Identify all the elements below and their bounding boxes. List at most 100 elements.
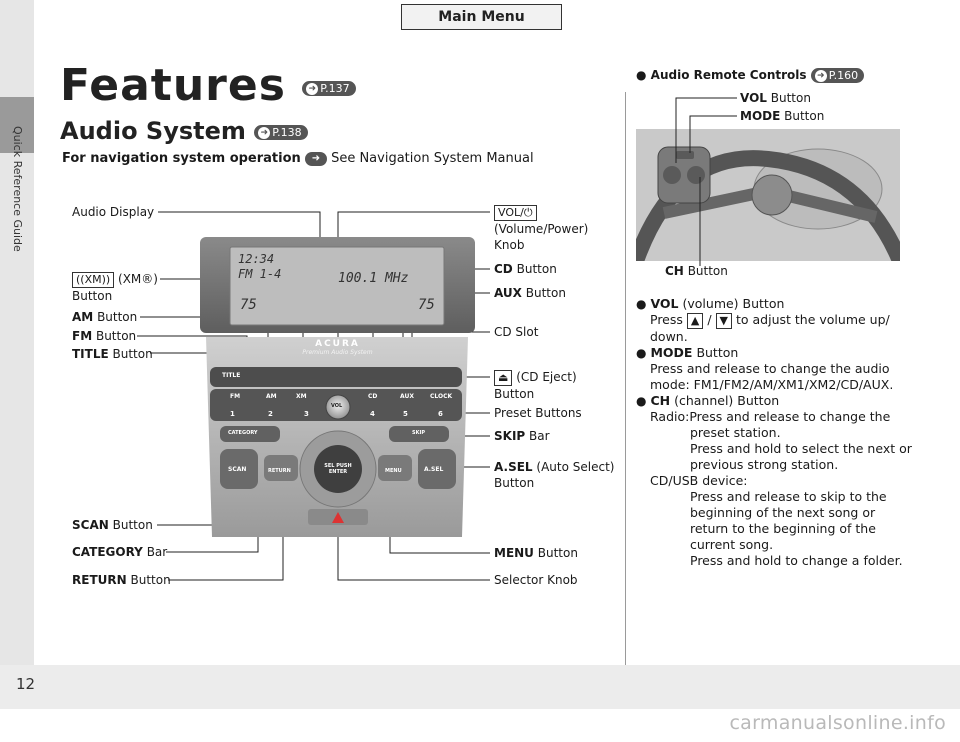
side-tab-marker bbox=[0, 97, 34, 153]
unit-preset-2[interactable]: 2 bbox=[268, 410, 273, 418]
remote-vol-rest: Button bbox=[770, 91, 811, 105]
unit-cd-button[interactable]: CD bbox=[368, 393, 378, 400]
title-page-ref-link[interactable]: ➜P.137 bbox=[302, 80, 356, 96]
xm-key-icon: ((XM)) bbox=[72, 272, 115, 288]
unit-clock-button[interactable]: CLOCK bbox=[430, 393, 453, 400]
desc-radio-1: Press and release to change the bbox=[689, 409, 891, 424]
unit-xm-button[interactable]: XM bbox=[296, 393, 307, 400]
desc-cd-prefix: CD/USB device: bbox=[650, 473, 748, 488]
label-menu-bold: MENU bbox=[494, 546, 534, 560]
unit-am-button[interactable]: AM bbox=[266, 393, 277, 400]
remote-page-ref-link[interactable]: ➜P.160 bbox=[810, 68, 865, 83]
label-am-bold: AM bbox=[72, 310, 94, 324]
label-skip-rest: Bar bbox=[529, 429, 550, 443]
remote-ch-rest: Button bbox=[687, 264, 728, 278]
label-cd-rest: Button bbox=[516, 262, 557, 276]
label-audio-display: Audio Display bbox=[72, 205, 155, 219]
unit-return-button[interactable]: RETURN bbox=[268, 468, 291, 474]
label-cd-bold: CD bbox=[494, 262, 513, 276]
unit-vol-knob[interactable]: VOL bbox=[331, 403, 343, 409]
nav-note: For navigation system operation ➜ See Na… bbox=[62, 151, 534, 166]
head-unit-illustration: 12:34 FM 1-4 100.1 MHz 75 75 ACURA Premi… bbox=[200, 237, 475, 537]
label-am-rest: Button bbox=[97, 310, 138, 324]
label-return-bold: RETURN bbox=[72, 573, 127, 587]
desc-mode-body: Press and release to change the audio mo… bbox=[636, 361, 893, 393]
bullet-icon: ● bbox=[636, 346, 647, 360]
brand-logo: ACURA bbox=[315, 339, 360, 349]
label-aux-rest: Button bbox=[525, 286, 566, 300]
desc-cd-4: current song. bbox=[690, 537, 774, 552]
unit-preset-3[interactable]: 3 bbox=[304, 410, 309, 418]
unit-selector-knob[interactable]: SEL PUSH ENTER bbox=[324, 463, 352, 475]
label-vol-line1: (Volume/Power) bbox=[494, 222, 589, 236]
desc-vol-rest: (volume) Button bbox=[682, 296, 785, 311]
desc-ch-bold: CH bbox=[650, 393, 671, 408]
desc-mode-title: ● MODE Button bbox=[636, 345, 893, 361]
label-xm-button: ((XM)) (XM®) Button bbox=[72, 271, 158, 304]
desc-cd-5: Press and hold to change a folder. bbox=[690, 553, 903, 568]
desc-vol-body-2: / bbox=[707, 312, 712, 327]
column-divider bbox=[625, 92, 626, 665]
unit-fm-button[interactable]: FM bbox=[230, 393, 241, 400]
label-aux-bold: AUX bbox=[494, 286, 522, 300]
desc-ch: ● CH (channel) Button Radio:Press and re… bbox=[636, 393, 912, 569]
section-page-ref-link[interactable]: ➜P.138 bbox=[254, 124, 308, 140]
label-fm-rest: Button bbox=[95, 329, 137, 343]
bullet-icon: ● bbox=[636, 68, 647, 82]
unit-preset-1[interactable]: 1 bbox=[230, 410, 235, 418]
desc-vol-body: Press ▲ / ▼ to adjust the volume up/ dow… bbox=[636, 312, 890, 345]
volume-down-icon: ▼ bbox=[715, 313, 733, 329]
steering-wheel-graphic bbox=[636, 129, 900, 261]
desc-ch-rest: (channel) Button bbox=[674, 393, 780, 408]
section-page-ref: P.138 bbox=[272, 125, 302, 139]
display-band: FM 1-4 bbox=[238, 267, 282, 281]
label-xm-suffix: (XM®) bbox=[118, 272, 158, 286]
desc-mode-bold: MODE bbox=[650, 345, 693, 360]
desc-mode: ● MODE Button Press and release to chang… bbox=[636, 345, 893, 393]
label-menu-button: MENU Button bbox=[494, 545, 578, 561]
nav-note-rest: See Navigation System Manual bbox=[331, 151, 534, 166]
label-category-bold: CATEGORY bbox=[72, 545, 143, 559]
label-scan-rest: Button bbox=[112, 518, 153, 532]
desc-mode-rest: Button bbox=[696, 345, 739, 360]
label-remote-vol: VOL Button bbox=[740, 90, 811, 106]
label-return-button: RETURN Button bbox=[72, 572, 171, 588]
desc-radio-prefix: Radio: bbox=[650, 409, 690, 424]
steering-wheel-illustration bbox=[636, 129, 900, 261]
label-cd-button: CD Button bbox=[494, 261, 557, 277]
remote-vol-bold: VOL bbox=[740, 91, 767, 105]
desc-vol-bold: VOL bbox=[650, 296, 679, 311]
desc-ch-title: ● CH (channel) Button bbox=[636, 393, 912, 409]
bullet-icon: ● bbox=[636, 394, 647, 408]
label-remote-ch: CH Button bbox=[665, 263, 728, 279]
unit-title-button[interactable]: TITLE bbox=[222, 372, 241, 379]
label-eject-line2: Button bbox=[494, 387, 535, 401]
unit-menu-button[interactable]: MENU bbox=[385, 468, 402, 474]
remote-mode-bold: MODE bbox=[740, 109, 781, 123]
page-number: 12 bbox=[16, 675, 36, 693]
unit-preset-6[interactable]: 6 bbox=[438, 410, 443, 418]
label-skip-bold: SKIP bbox=[494, 429, 526, 443]
unit-preset-4[interactable]: 4 bbox=[370, 410, 375, 418]
label-title-rest: Button bbox=[112, 347, 153, 361]
desc-vol-body-3: to adjust the volume up/ bbox=[736, 312, 890, 327]
unit-scan-button[interactable]: SCAN bbox=[228, 466, 247, 473]
watermark: carmanualsonline.info bbox=[729, 712, 946, 734]
label-scan-button: SCAN Button bbox=[72, 517, 153, 533]
unit-asel-button[interactable]: A.SEL bbox=[424, 466, 444, 473]
unit-category-bar[interactable]: CATEGORY bbox=[228, 430, 258, 436]
desc-ch-radio: Radio:Press and release to change the pr… bbox=[636, 409, 912, 473]
main-menu-button[interactable]: Main Menu bbox=[401, 4, 562, 30]
display-clock: 12:34 bbox=[238, 252, 275, 266]
desc-radio-3: Press and hold to select the next or bbox=[690, 441, 912, 456]
label-eject-line1: (CD Eject) bbox=[516, 370, 577, 384]
desc-radio-2: preset station. bbox=[690, 425, 781, 440]
unit-skip-bar[interactable]: SKIP bbox=[412, 430, 426, 436]
unit-aux-button[interactable]: AUX bbox=[400, 393, 414, 400]
label-remote-mode: MODE Button bbox=[740, 108, 824, 124]
label-fm-bold: FM bbox=[72, 329, 93, 343]
unit-preset-5[interactable]: 5 bbox=[403, 410, 408, 418]
desc-mode-body-1: Press and release to change the audio bbox=[650, 361, 890, 376]
label-title-button: TITLE Button bbox=[72, 346, 153, 362]
head-unit-graphic bbox=[200, 237, 475, 537]
